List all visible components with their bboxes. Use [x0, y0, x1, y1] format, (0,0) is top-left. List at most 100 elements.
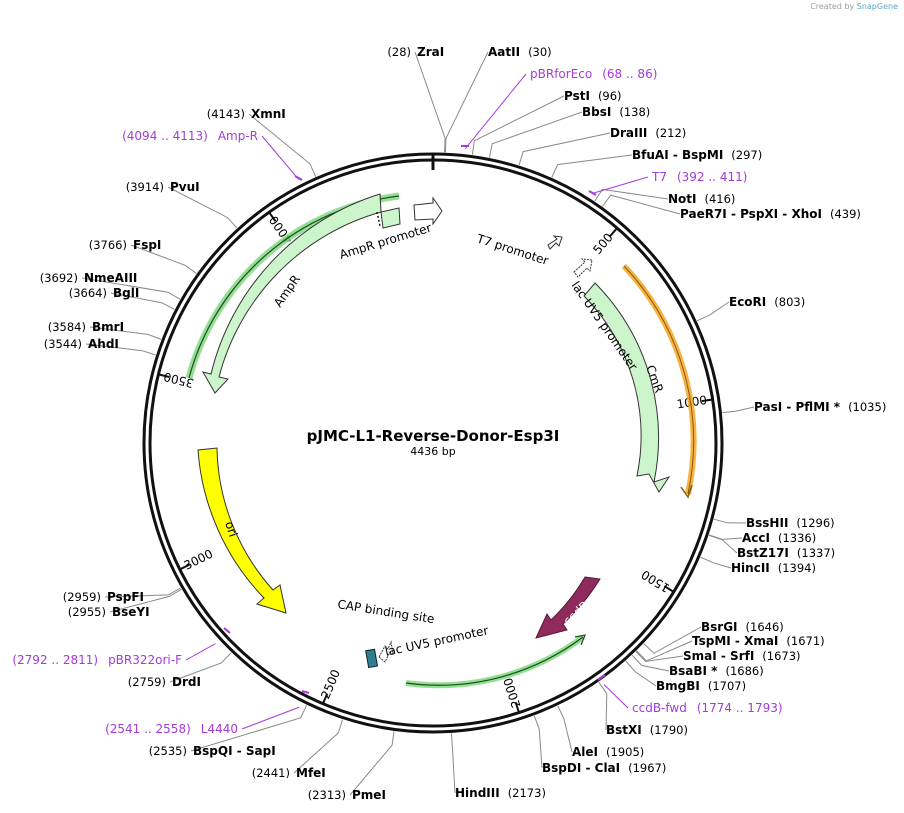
name-psti: PstI	[564, 89, 590, 103]
lac-uv5-bottom-head	[574, 634, 586, 646]
pos-bspdi: (1967)	[628, 761, 666, 775]
scale-tick-4000	[268, 211, 277, 222]
label-ori: ori	[222, 520, 240, 539]
scale-tick-2000	[514, 701, 520, 713]
name-mfei: MfeI	[296, 766, 326, 780]
pos-noti: (416)	[705, 192, 736, 206]
site-pasi: PasI - PflMI * (1035)	[754, 400, 886, 414]
name-tspmi: TspMI - XmaI	[692, 634, 778, 648]
site-draiii: DraIII(212)	[610, 126, 686, 140]
leader-bsrgi	[643, 626, 702, 654]
site-drdi: (2759)DrdI	[128, 675, 201, 689]
name-bspdi: BspDI - ClaI	[542, 761, 620, 775]
site-noti: NotI(416)	[668, 192, 735, 206]
primer-name-l4440: L4440	[201, 722, 238, 736]
primer-leader-pbrforeco	[464, 73, 527, 150]
name-bstxi: BstXI	[606, 723, 642, 737]
pos-ahdi: (3544)	[44, 337, 82, 351]
snapgene-brand: SnapGene	[856, 2, 898, 11]
pos-bstz17i: (1337)	[797, 546, 835, 560]
scale-tick-3000	[179, 563, 191, 571]
scale-label-2500: 2500	[318, 667, 343, 701]
pos-bmgbi: (1707)	[708, 679, 746, 693]
leader-pspfi	[104, 587, 181, 598]
name-hindiii: HindIII	[455, 786, 500, 800]
primer-ccdbfwd: ccdB-fwd(1774 .. 1793)	[632, 701, 783, 715]
primer-leader-l4440	[241, 706, 300, 730]
leader-pasi	[722, 406, 755, 414]
pos-aatii: (30)	[528, 45, 552, 59]
pos-bfuai: (297)	[731, 148, 762, 162]
site-mfei: (2441)MfeI	[252, 766, 326, 780]
primer-t7: T7(392 .. 411)	[651, 170, 747, 184]
site-pspfi: (2959)PspFI	[63, 590, 144, 604]
leader-drdi	[169, 652, 232, 683]
leader-bfuai	[551, 154, 633, 178]
site-bseyi: (2955)BseYI	[68, 605, 150, 619]
site-tspmi: TspMI - XmaI (1671)	[692, 634, 825, 648]
cap-binding-site	[365, 648, 379, 669]
site-bbsi: BbsI(138)	[582, 105, 650, 119]
site-nmeaiii: (3692)NmeAIII	[40, 271, 138, 285]
name-drdi: DrdI	[172, 675, 201, 689]
name-smai: SmaI - SrfI	[683, 649, 754, 663]
leader-mfei	[293, 719, 344, 774]
leader-bstz17i	[708, 534, 738, 554]
site-psti: PstI(96)	[564, 89, 622, 103]
site-bgli: (3664)BglI	[69, 286, 140, 300]
name-pasi: PasI - PflMI *	[754, 400, 841, 414]
site-bfuai: BfuAI - BspMI (297)	[632, 148, 762, 162]
site-pvui: (3914)PvuI	[126, 180, 200, 194]
name-bsabi: BsaBI *	[669, 664, 718, 678]
leader-ecori	[696, 301, 730, 322]
name-hincii: HincII	[731, 561, 770, 575]
leader-alei	[557, 705, 573, 753]
pos-bseyi: (2955)	[68, 605, 106, 619]
pos-pasi: (1035)	[848, 400, 886, 414]
site-pmei: (2313)PmeI	[308, 788, 386, 802]
name-ahdi: AhdI	[88, 337, 119, 351]
cmr-orange-head	[680, 484, 693, 499]
leader-bbsi	[489, 111, 583, 158]
site-labels: (28)ZraI AatII (30) PstI(96) BbsI(138) DraIII…	[12, 45, 886, 802]
primer-ampr_primer: Amp-R(4094 .. 4113)	[122, 129, 258, 143]
primer-range-pbrforeco: (68 .. 86)	[602, 67, 657, 81]
name-bfuai: BfuAI - BspMI	[632, 148, 723, 162]
name-aatii: AatII	[488, 45, 520, 59]
watermark: Created by SnapGene	[810, 2, 898, 11]
primer-range-ampr_primer: (4094 .. 4113)	[122, 129, 208, 143]
site-zrai: (28)ZraI	[387, 45, 444, 59]
name-bsshii: BssHII	[746, 516, 788, 530]
name-alei: AleI	[572, 745, 598, 759]
leader-bseyi	[109, 588, 182, 613]
leader-pvui	[167, 186, 238, 229]
scale-tick-500	[609, 227, 618, 238]
leader-hindiii	[451, 733, 456, 794]
name-bmri: BmrI	[92, 320, 124, 334]
pos-bgli: (3664)	[69, 286, 107, 300]
site-alei: AleI(1905)	[572, 745, 644, 759]
label-ampr: AmpR	[271, 272, 303, 309]
scale-label-1500: 1500	[639, 567, 672, 595]
plasmid-length: 4436 bp	[410, 445, 455, 458]
name-fspi: FspI	[133, 238, 161, 252]
plasmid-name: pJMC-L1-Reverse-Donor-Esp3I	[307, 427, 560, 445]
pos-zrai: (28)	[387, 45, 411, 59]
label-lac-uv5-bottom: lac UV5 promoter	[384, 623, 490, 659]
leader-zrai	[414, 51, 446, 153]
primer-leader-t7	[592, 176, 649, 194]
leader-xmni	[248, 113, 317, 177]
name-pvui: PvuI	[170, 180, 200, 194]
pos-acci: (1336)	[778, 531, 816, 545]
leader-fspi	[130, 244, 197, 274]
pos-tspmi: (1671)	[786, 634, 824, 648]
primer-range-ccdbfwd: (1774 .. 1793)	[697, 701, 783, 715]
site-bmri: (3584)BmrI	[48, 320, 124, 334]
leader-paer7i	[602, 194, 681, 215]
site-bstxi: BstXI(1790)	[606, 723, 688, 737]
leader-psti	[471, 95, 565, 155]
cmr-arrow	[583, 282, 671, 493]
pos-xmni: (4143)	[207, 107, 245, 121]
leader-hincii	[700, 556, 732, 569]
name-nmeaiii: NmeAIII	[84, 271, 137, 285]
